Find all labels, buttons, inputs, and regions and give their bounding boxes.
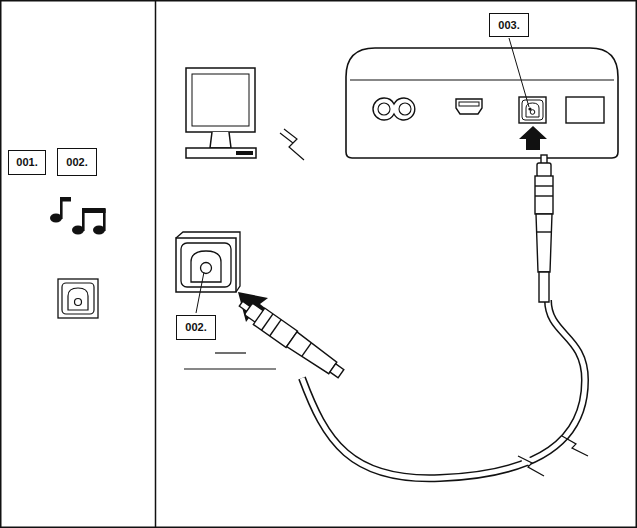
music-note-icon	[50, 197, 106, 235]
callout-number: 002.	[185, 322, 206, 333]
wireless-symbol	[280, 129, 304, 160]
optical-plug	[535, 155, 553, 302]
cable-break	[518, 436, 588, 480]
leader-line	[196, 272, 204, 313]
television	[186, 68, 256, 158]
callout-box: 001.	[8, 150, 46, 175]
callout-number: 003.	[498, 20, 519, 31]
callout-box: 003.	[489, 13, 529, 37]
divider	[155, 0, 157, 528]
optical-port-icon	[58, 279, 98, 318]
leader-line	[509, 38, 529, 107]
blank-line	[184, 368, 276, 369]
callout-box: 002.	[176, 315, 216, 340]
leader-dot	[528, 107, 531, 110]
callout-number: 001.	[16, 157, 37, 168]
optical-port-detail	[176, 232, 240, 292]
blank-line	[215, 352, 246, 353]
insert-arrow	[519, 126, 547, 150]
callout-number: 002.	[66, 157, 87, 168]
optical-cable	[302, 300, 585, 478]
streaming-box	[346, 48, 618, 158]
callout-box: 002.	[57, 148, 97, 176]
